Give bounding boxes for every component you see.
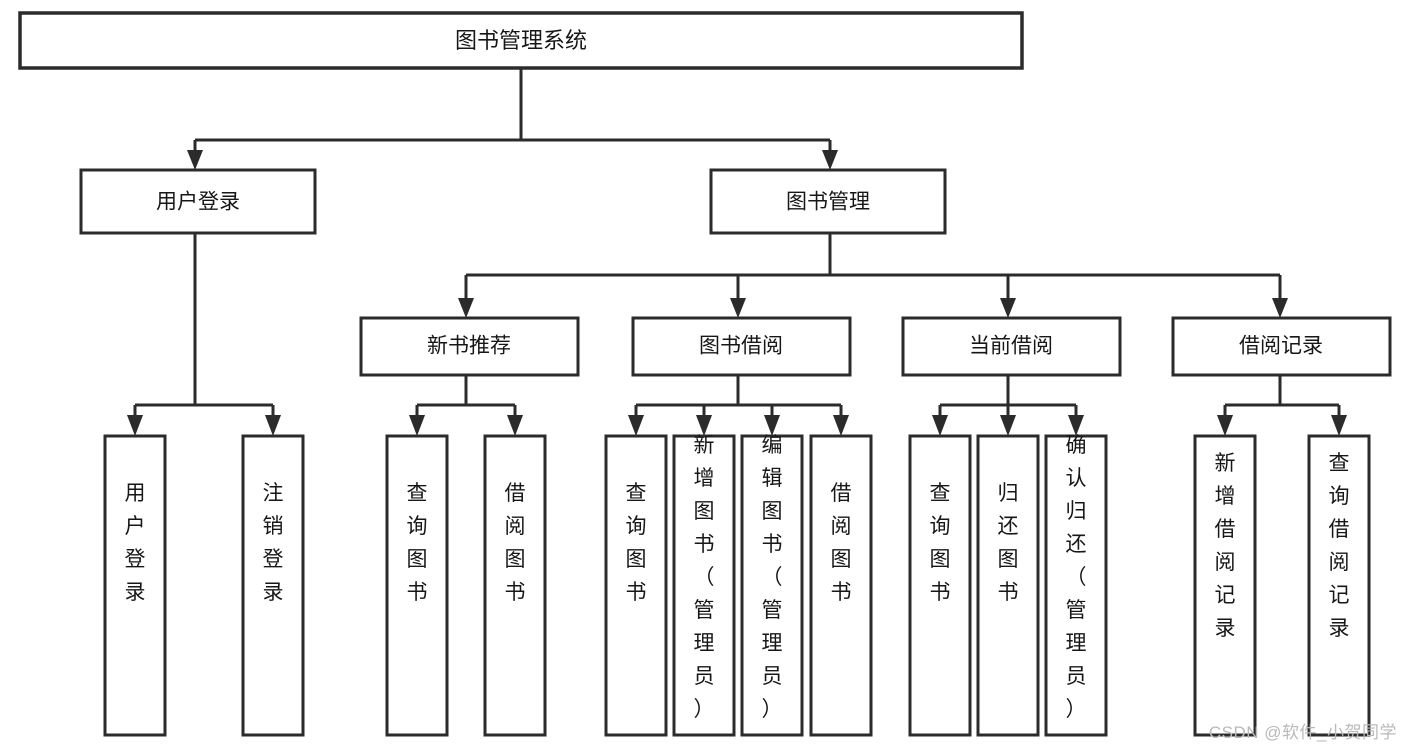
leaf-newbook-borrow-box[interactable] <box>483 434 547 737</box>
leaf-node[interactable]: 归还图书 <box>976 434 1040 737</box>
arrowhead-book-manage <box>822 150 838 170</box>
leaf-borrow-edit-label: 编辑图书（管理员） <box>762 434 783 721</box>
arrowhead-borrow-leaf-1 <box>628 415 644 436</box>
leaf-node[interactable]: 新增借阅记录 <box>1193 434 1257 737</box>
arrowhead-record-leaf-2 <box>1331 415 1347 436</box>
node-current-borrow[interactable]: 当前借阅 <box>901 316 1122 377</box>
node-borrow-record-box[interactable] <box>1171 316 1392 377</box>
leaf-record-query-label: 查询借阅记录 <box>1329 452 1350 640</box>
leaf-node[interactable]: 借阅图书 <box>483 434 547 737</box>
edge-layer <box>127 68 1347 436</box>
node-book-borrow-label: 图书借阅 <box>699 335 783 358</box>
leaf-node[interactable]: 查询图书 <box>908 434 972 737</box>
leaf-user-login-label: 用户登录 <box>125 482 146 604</box>
node-root-box[interactable] <box>18 11 1024 70</box>
leaf-borrow-do-box[interactable] <box>809 434 873 737</box>
arrowhead-user-leaf-1 <box>127 415 143 436</box>
leaf-record-add-label: 新增借阅记录 <box>1215 452 1236 640</box>
leaf-borrow-query-label: 查询图书 <box>626 482 647 604</box>
arrowhead-current-leaf-3 <box>1068 415 1084 436</box>
leaf-newbook-query-box[interactable] <box>385 434 449 737</box>
leaf-borrow-add-box[interactable] <box>672 434 736 737</box>
leaf-borrow-add-label: 新增图书（管理员） <box>694 434 715 721</box>
leaf-node[interactable]: 用户登录 <box>103 434 167 737</box>
arrowhead-borrow-leaf-2 <box>696 415 712 436</box>
leaf-record-add-box[interactable] <box>1193 434 1257 737</box>
arrowhead-new-book <box>458 298 474 318</box>
arrowhead-book-borrow <box>730 298 746 318</box>
node-book-management[interactable]: 图书管理 <box>709 168 947 235</box>
leaf-borrow-query-box[interactable] <box>604 434 668 737</box>
node-borrow-record[interactable]: 借阅记录 <box>1171 316 1392 377</box>
arrowhead-borrow-leaf-3 <box>764 415 780 436</box>
leaf-borrow-edit-box[interactable] <box>740 434 804 737</box>
leaf-newbook-borrow-label: 借阅图书 <box>505 482 526 604</box>
arrowhead-current-borrow <box>1000 298 1016 318</box>
node-root-label: 图书管理系统 <box>455 28 587 53</box>
node-user-login-label: 用户登录 <box>156 191 240 214</box>
leaf-node[interactable]: 编辑图书（管理员） <box>740 434 804 737</box>
node-user-login-box[interactable] <box>79 168 317 235</box>
leaf-logout-box[interactable] <box>241 434 305 737</box>
leaf-node[interactable]: 确认归还（管理员） <box>1044 434 1108 737</box>
leaf-record-query-box[interactable] <box>1307 434 1371 737</box>
leaf-newbook-query-label: 查询图书 <box>407 482 428 604</box>
leaf-current-confirm-label: 确认归还（管理员） <box>1066 434 1087 721</box>
leaf-node[interactable]: 新增图书（管理员） <box>672 434 736 737</box>
node-user-login[interactable]: 用户登录 <box>79 168 317 235</box>
leaf-logout-label: 注销登录 <box>263 482 284 604</box>
arrowhead-record-leaf-1 <box>1217 415 1233 436</box>
node-book-management-label: 图书管理 <box>786 191 870 214</box>
node-root[interactable]: 图书管理系统 <box>18 11 1024 70</box>
node-book-borrow-box[interactable] <box>631 316 852 377</box>
node-new-book-recommend-box[interactable] <box>359 316 580 377</box>
arrowhead-newbook-leaf-2 <box>507 415 523 436</box>
arrowhead-borrow-record <box>1272 298 1288 318</box>
node-current-borrow-label: 当前借阅 <box>969 335 1053 358</box>
leaf-current-query-label: 查询图书 <box>930 482 951 604</box>
leaf-current-return-label: 归还图书 <box>998 482 1019 604</box>
leaf-node[interactable]: 查询图书 <box>604 434 668 737</box>
node-book-management-box[interactable] <box>709 168 947 235</box>
arrowhead-newbook-leaf-1 <box>409 415 425 436</box>
arrowhead-borrow-leaf-4 <box>833 415 849 436</box>
leaf-borrow-do-label: 借阅图书 <box>831 482 852 604</box>
node-book-borrow[interactable]: 图书借阅 <box>631 316 852 377</box>
leaf-node[interactable]: 注销登录 <box>241 434 305 737</box>
leaf-node[interactable]: 查询借阅记录 <box>1307 434 1371 737</box>
node-borrow-record-label: 借阅记录 <box>1239 335 1323 358</box>
node-new-book-recommend-label: 新书推荐 <box>427 335 511 358</box>
leaf-current-confirm-box[interactable] <box>1044 434 1108 737</box>
leaf-current-query-box[interactable] <box>908 434 972 737</box>
leaf-node[interactable]: 查询图书 <box>385 434 449 737</box>
node-current-borrow-box[interactable] <box>901 316 1122 377</box>
leaf-current-return-box[interactable] <box>976 434 1040 737</box>
arrowhead-current-leaf-2 <box>1000 415 1016 436</box>
arrowhead-user-leaf-2 <box>265 415 281 436</box>
node-new-book-recommend[interactable]: 新书推荐 <box>359 316 580 377</box>
leaf-user-login-box[interactable] <box>103 434 167 737</box>
leaf-node[interactable]: 借阅图书 <box>809 434 873 737</box>
arrowhead-current-leaf-1 <box>932 415 948 436</box>
arrowhead-user-login <box>187 150 203 170</box>
